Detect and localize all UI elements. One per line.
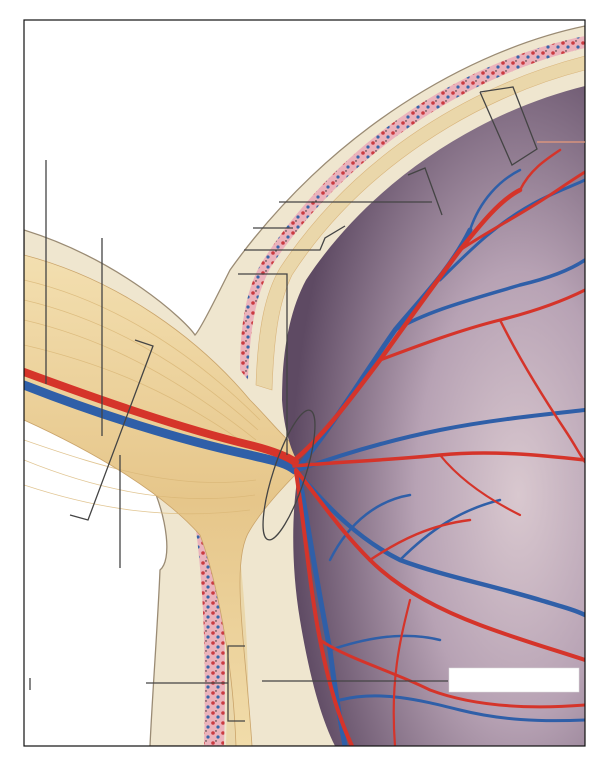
leader-lines	[29, 86, 585, 722]
optic-disc-outline	[262, 409, 316, 541]
nerve-fibers	[24, 279, 261, 515]
nerve-bracket	[69, 339, 154, 521]
central-retinal-artery	[24, 368, 299, 466]
leader-line-7	[238, 273, 288, 455]
label-box	[448, 667, 580, 693]
central-retinal-vein	[24, 380, 300, 475]
figure-frame	[23, 19, 586, 747]
fundus	[282, 86, 585, 746]
optic-nerve	[24, 254, 301, 746]
retina-bracket	[407, 167, 443, 216]
retinal-arteries	[289, 148, 585, 746]
leader-line-6	[244, 225, 346, 251]
retina-layer	[255, 55, 585, 391]
choroid-segment-bracket	[479, 86, 538, 166]
choroid-layer	[240, 36, 585, 380]
